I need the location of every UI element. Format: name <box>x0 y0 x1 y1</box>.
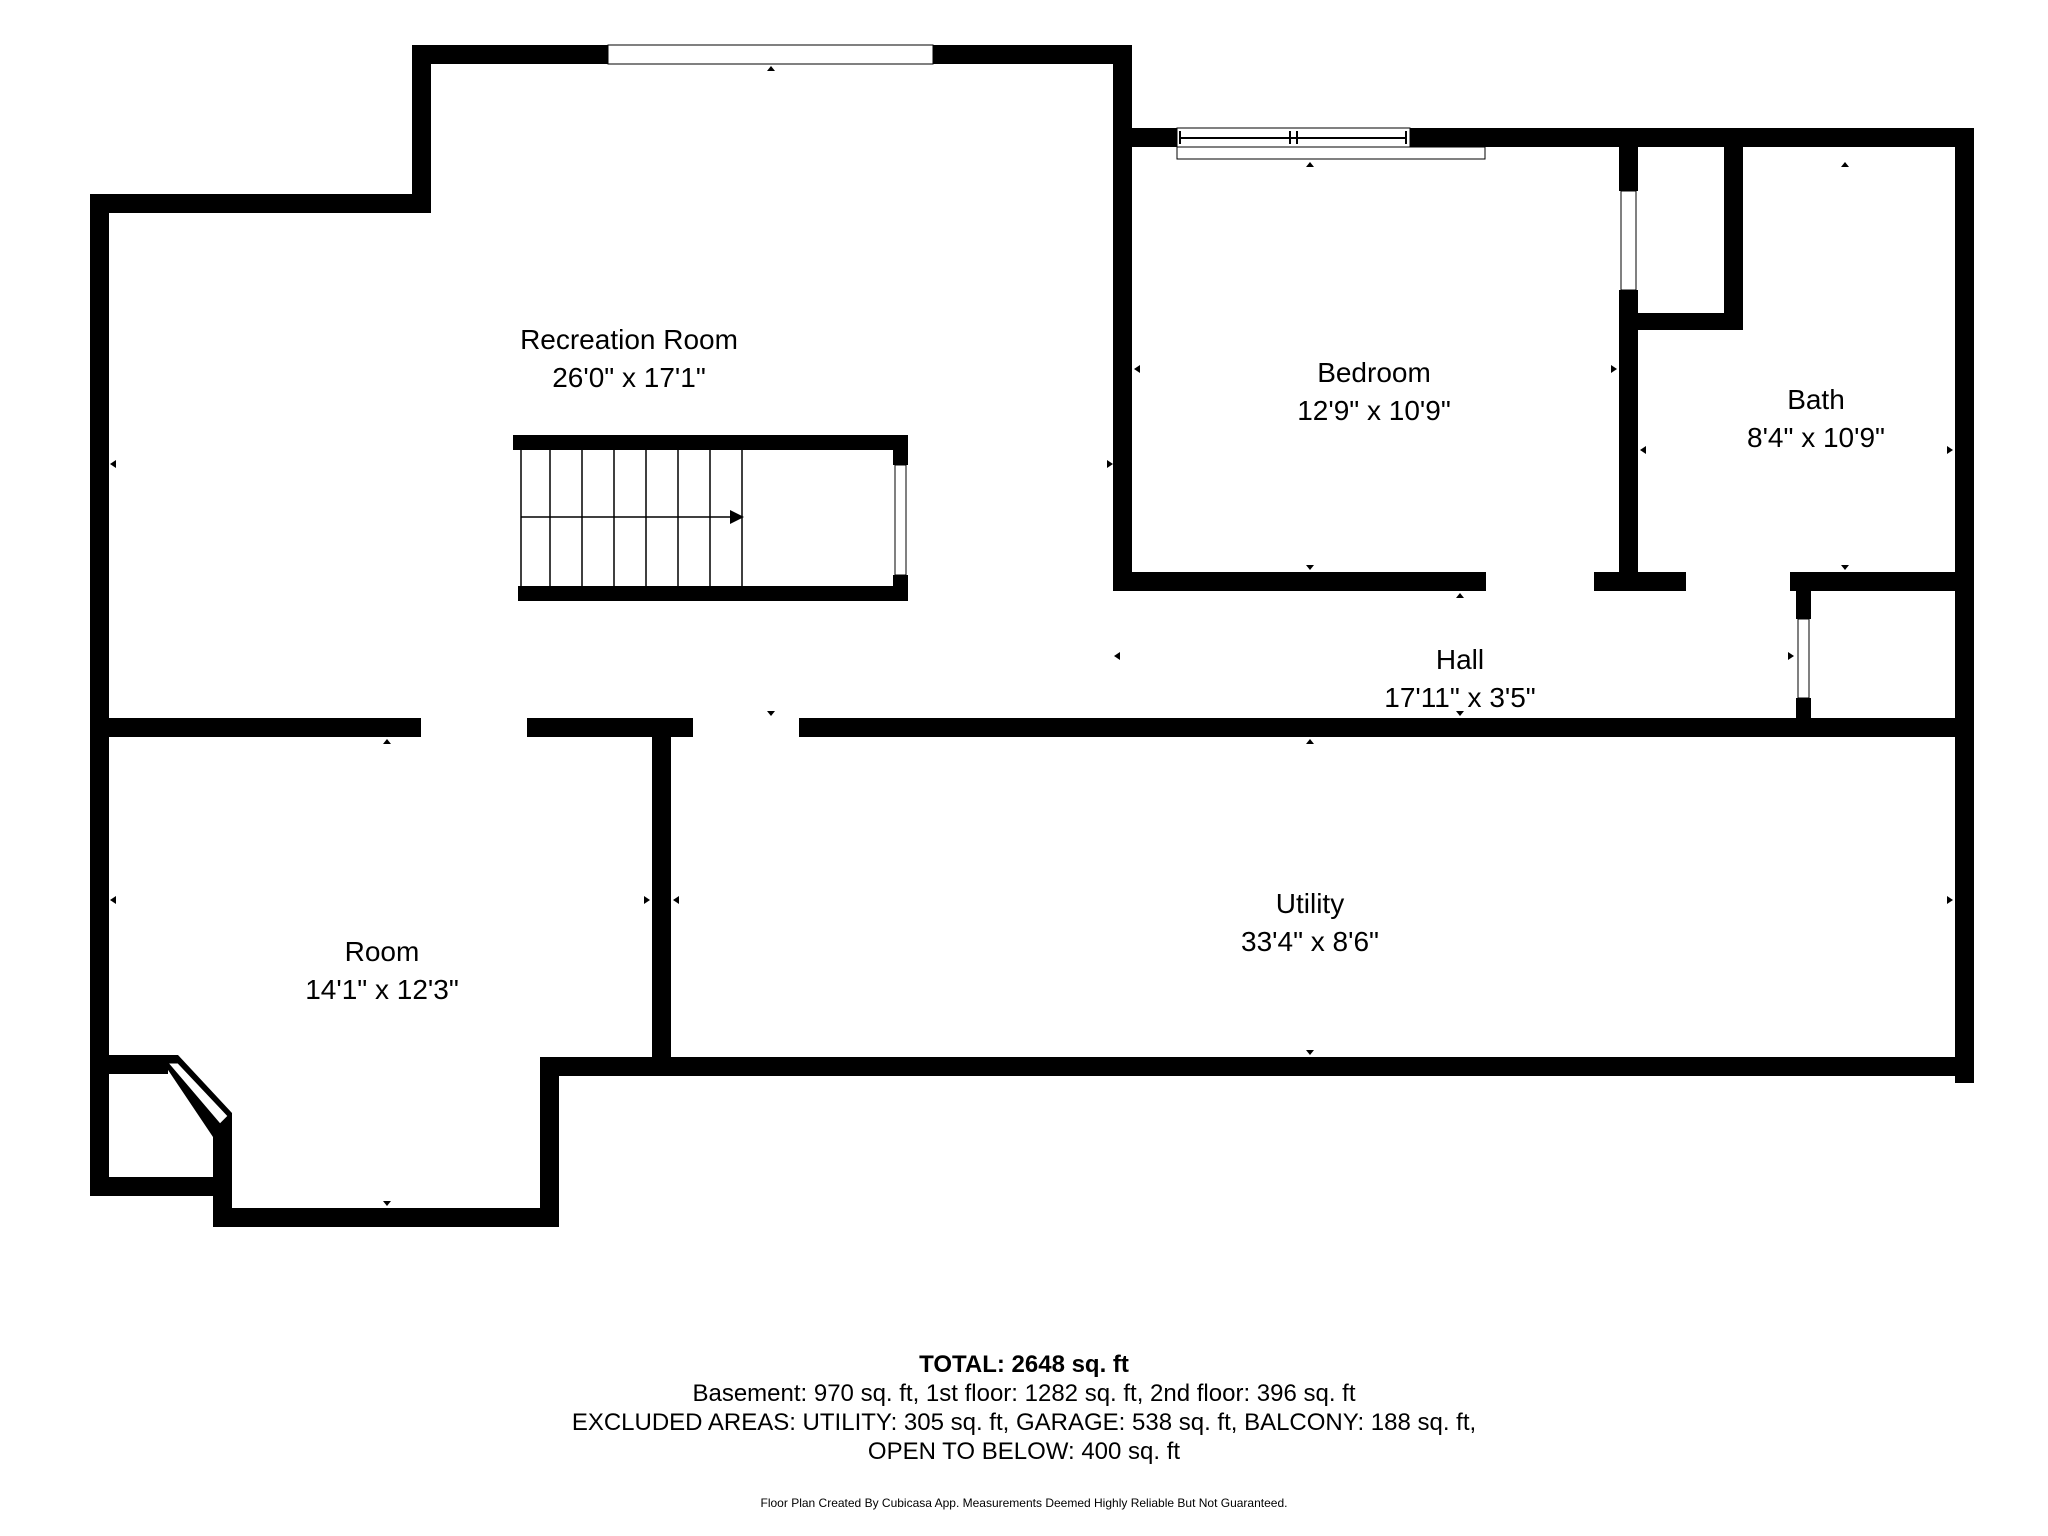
wall-bed-bath-divider-lower <box>1619 290 1638 590</box>
wall-mid-2 <box>527 718 693 737</box>
room-dimensions: 8'4" x 10'9" <box>1747 422 1885 453</box>
door-nook-diagonal <box>166 1062 229 1125</box>
wall-bed-bath-divider <box>1619 146 1638 191</box>
wall-room-step-right <box>540 1057 559 1227</box>
room-name: Bedroom <box>1317 357 1431 388</box>
wall-utility-bottom <box>540 1057 1974 1076</box>
excluded-areas-line-1: EXCLUDED AREAS: UTILITY: 305 sq. ft, GAR… <box>571 1409 1477 1436</box>
total-area: TOTAL: 2648 sq. ft <box>919 1351 1129 1378</box>
walls <box>90 45 1974 1227</box>
wall-room-utility <box>652 718 671 1074</box>
credit-note: Floor Plan Created By Cubicasa App. Meas… <box>760 1496 1288 1510</box>
wall-closet-right <box>1724 146 1743 330</box>
stair-wall-top <box>513 435 908 450</box>
openings <box>607 44 1810 699</box>
room-name: Bath <box>1787 384 1845 415</box>
area-summary: TOTAL: 2648 sq. ft Basement: 970 sq. ft,… <box>0 1350 2048 1466</box>
room-name: Hall <box>1435 644 1485 675</box>
wall-bed-bottom-right <box>1594 572 1686 591</box>
wall-bed-left <box>1113 146 1132 590</box>
wall-left-upper <box>90 194 431 213</box>
room-label-hall: Hall 17'11" x 3'5" <box>1384 641 1535 717</box>
room-name: Utility <box>1275 888 1345 919</box>
wall-nook-top <box>90 1055 168 1074</box>
window-mullions <box>1179 131 1407 144</box>
wall-rec-right-stub <box>1113 45 1132 135</box>
room-name: Room <box>344 936 420 967</box>
room-dimensions: 33'4" x 8'6" <box>1241 926 1379 957</box>
wall-bed-top-right <box>1410 128 1974 147</box>
excluded-areas-line-2: OPEN TO BELOW: 400 sq. ft <box>867 1438 1181 1465</box>
room-dimensions: 17'11" x 3'5" <box>1384 682 1536 713</box>
door-hall-closet <box>1797 618 1810 699</box>
door-closet <box>1620 190 1637 291</box>
stair-treads <box>520 450 743 586</box>
room-label-room: Room 14'1" x 12'3" <box>305 933 459 1009</box>
room-dimensions: 26'0" x 17'1" <box>552 362 706 393</box>
wall-bed-bottom <box>1113 572 1486 591</box>
wall-mid-1 <box>90 718 421 737</box>
wall-rec-notch-left <box>412 45 431 213</box>
room-label-bath: Bath 8'4" x 10'9" <box>1747 381 1885 457</box>
room-name: Recreation Room <box>520 324 738 355</box>
wall-closet-bottom <box>1619 313 1743 330</box>
wall-room-bottom <box>213 1208 559 1227</box>
wall-nook-diagonal <box>158 1055 232 1137</box>
wall-right <box>1955 128 1974 1083</box>
floor-areas: Basement: 970 sq. ft, 1st floor: 1282 sq… <box>692 1380 1356 1407</box>
wall-hall-closet-left <box>1796 584 1811 619</box>
door-stair <box>894 464 907 576</box>
dimension-ticks <box>110 66 1953 1206</box>
room-label-utility: Utility 33'4" x 8'6" <box>1241 885 1379 961</box>
stair-wall-bottom <box>518 586 908 601</box>
wall-bath-bottom <box>1790 572 1974 591</box>
wall-bed-top-left <box>1113 128 1177 147</box>
wall-hall-bottom <box>799 718 1974 737</box>
wall-rec-top-right <box>933 45 1132 64</box>
wall-left <box>90 194 109 1196</box>
window-bed-top-inner <box>1176 146 1486 160</box>
room-dimensions: 12'9" x 10'9" <box>1297 395 1451 426</box>
room-label-bedroom: Bedroom 12'9" x 10'9" <box>1297 354 1451 430</box>
room-label-recreation: Recreation Room 26'0" x 17'1" <box>520 321 738 397</box>
room-dimensions: 14'1" x 12'3" <box>305 974 459 1005</box>
stair-wall-right-bottom <box>893 575 908 601</box>
window-rec-top <box>607 44 934 65</box>
stair-arrow-icon <box>730 510 744 524</box>
wall-rec-top <box>412 45 608 64</box>
stair-wall-right-top <box>893 435 908 465</box>
wall-left-bottom <box>90 1177 232 1196</box>
